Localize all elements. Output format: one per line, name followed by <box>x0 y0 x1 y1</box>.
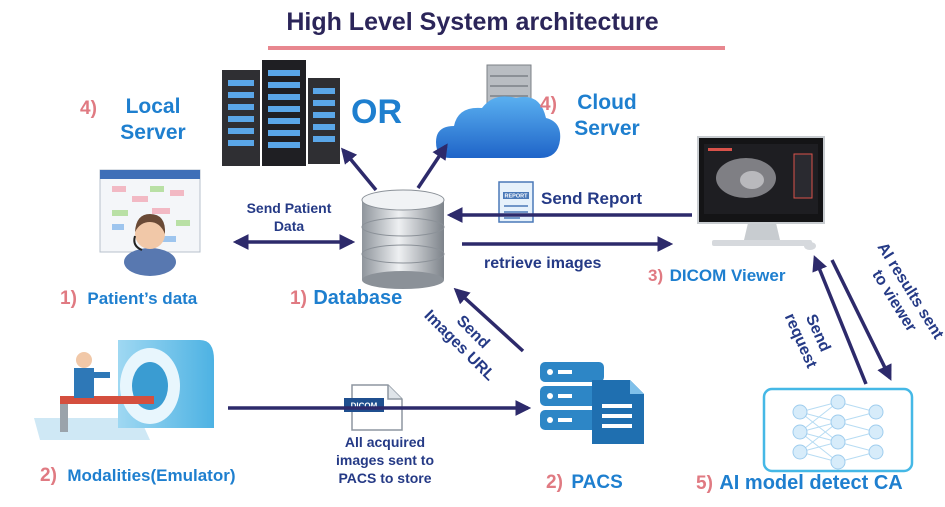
dicom-viewer-label: DICOM Viewer <box>669 266 786 285</box>
local-server-label: Local Server <box>108 94 198 146</box>
send-patient-data-line2: Data <box>273 218 305 234</box>
dicom-viewer-caption: 3) DICOM Viewer <box>648 266 785 286</box>
patient-data-label: Patient’s data <box>87 289 198 308</box>
report-doc-label: REPORT <box>505 194 529 200</box>
arrow-send-request <box>812 255 868 385</box>
modalities-caption: 2) Modalities(Emulator) <box>40 465 235 487</box>
database-caption: 1) Database <box>290 287 402 310</box>
arrow-ai-results-to-viewer <box>830 259 892 381</box>
acquired-line2: images sent to <box>335 452 435 468</box>
local-server-label-line1: Local <box>125 95 181 118</box>
dicom-viewer-number: 3) <box>648 266 664 285</box>
ai-model-caption: 5) AI model detect CA <box>696 472 903 495</box>
dicom-doc-label: DICOM <box>351 402 378 411</box>
modalities-number: 2) <box>40 465 57 486</box>
title-underline <box>268 46 725 50</box>
server-rack-icon <box>222 60 340 166</box>
cloud-server-label: Cloud Server <box>560 90 654 142</box>
cloud-server-label-line1: Cloud <box>577 91 637 114</box>
pacs-number: 2) <box>546 472 563 493</box>
ai-model-number: 5) <box>696 473 713 494</box>
patient-data-caption: 1) Patient’s data <box>60 288 197 310</box>
patient-data-icon <box>99 169 201 276</box>
pacs-caption: 2) PACS <box>546 472 623 494</box>
ai-model-label: AI model detect CA <box>719 472 903 494</box>
retrieve-images-label: retrieve images <box>484 255 602 272</box>
send-patient-data-line1: Send Patient <box>246 200 332 216</box>
acquired-line3: PACS to store <box>338 470 432 486</box>
acquired-line1: All acquired <box>344 434 426 450</box>
arrow-db-to-cloud-server <box>416 143 448 189</box>
neural-network-icon <box>762 387 914 473</box>
cloud-server-number: 4) <box>540 94 557 115</box>
database-icon <box>361 189 445 289</box>
or-label: OR <box>351 93 402 131</box>
send-patient-data-label: Send Patient Data <box>230 199 348 235</box>
patient-data-number: 1) <box>60 288 77 309</box>
local-server-label-line2: Server <box>120 121 186 144</box>
local-server-number: 4) <box>80 98 97 119</box>
database-label: Database <box>313 287 403 309</box>
modalities-label: Modalities(Emulator) <box>67 466 236 485</box>
database-number: 1) <box>290 288 307 309</box>
send-report-label: Send Report <box>541 189 643 208</box>
pacs-label: PACS <box>571 472 623 493</box>
cloud-server-label-line2: Server <box>574 117 640 140</box>
page-title: High Level System architecture <box>286 8 659 36</box>
cloud-server-icon <box>436 64 561 158</box>
arrow-send-images-url <box>453 287 525 353</box>
arrow-db-to-local-server <box>340 147 378 192</box>
pacs-server-icon <box>540 362 644 444</box>
mri-scanner-icon <box>34 340 214 440</box>
acquired-images-label: All acquired images sent to PACS to stor… <box>316 433 454 487</box>
dicom-viewer-monitor-icon <box>697 136 825 250</box>
